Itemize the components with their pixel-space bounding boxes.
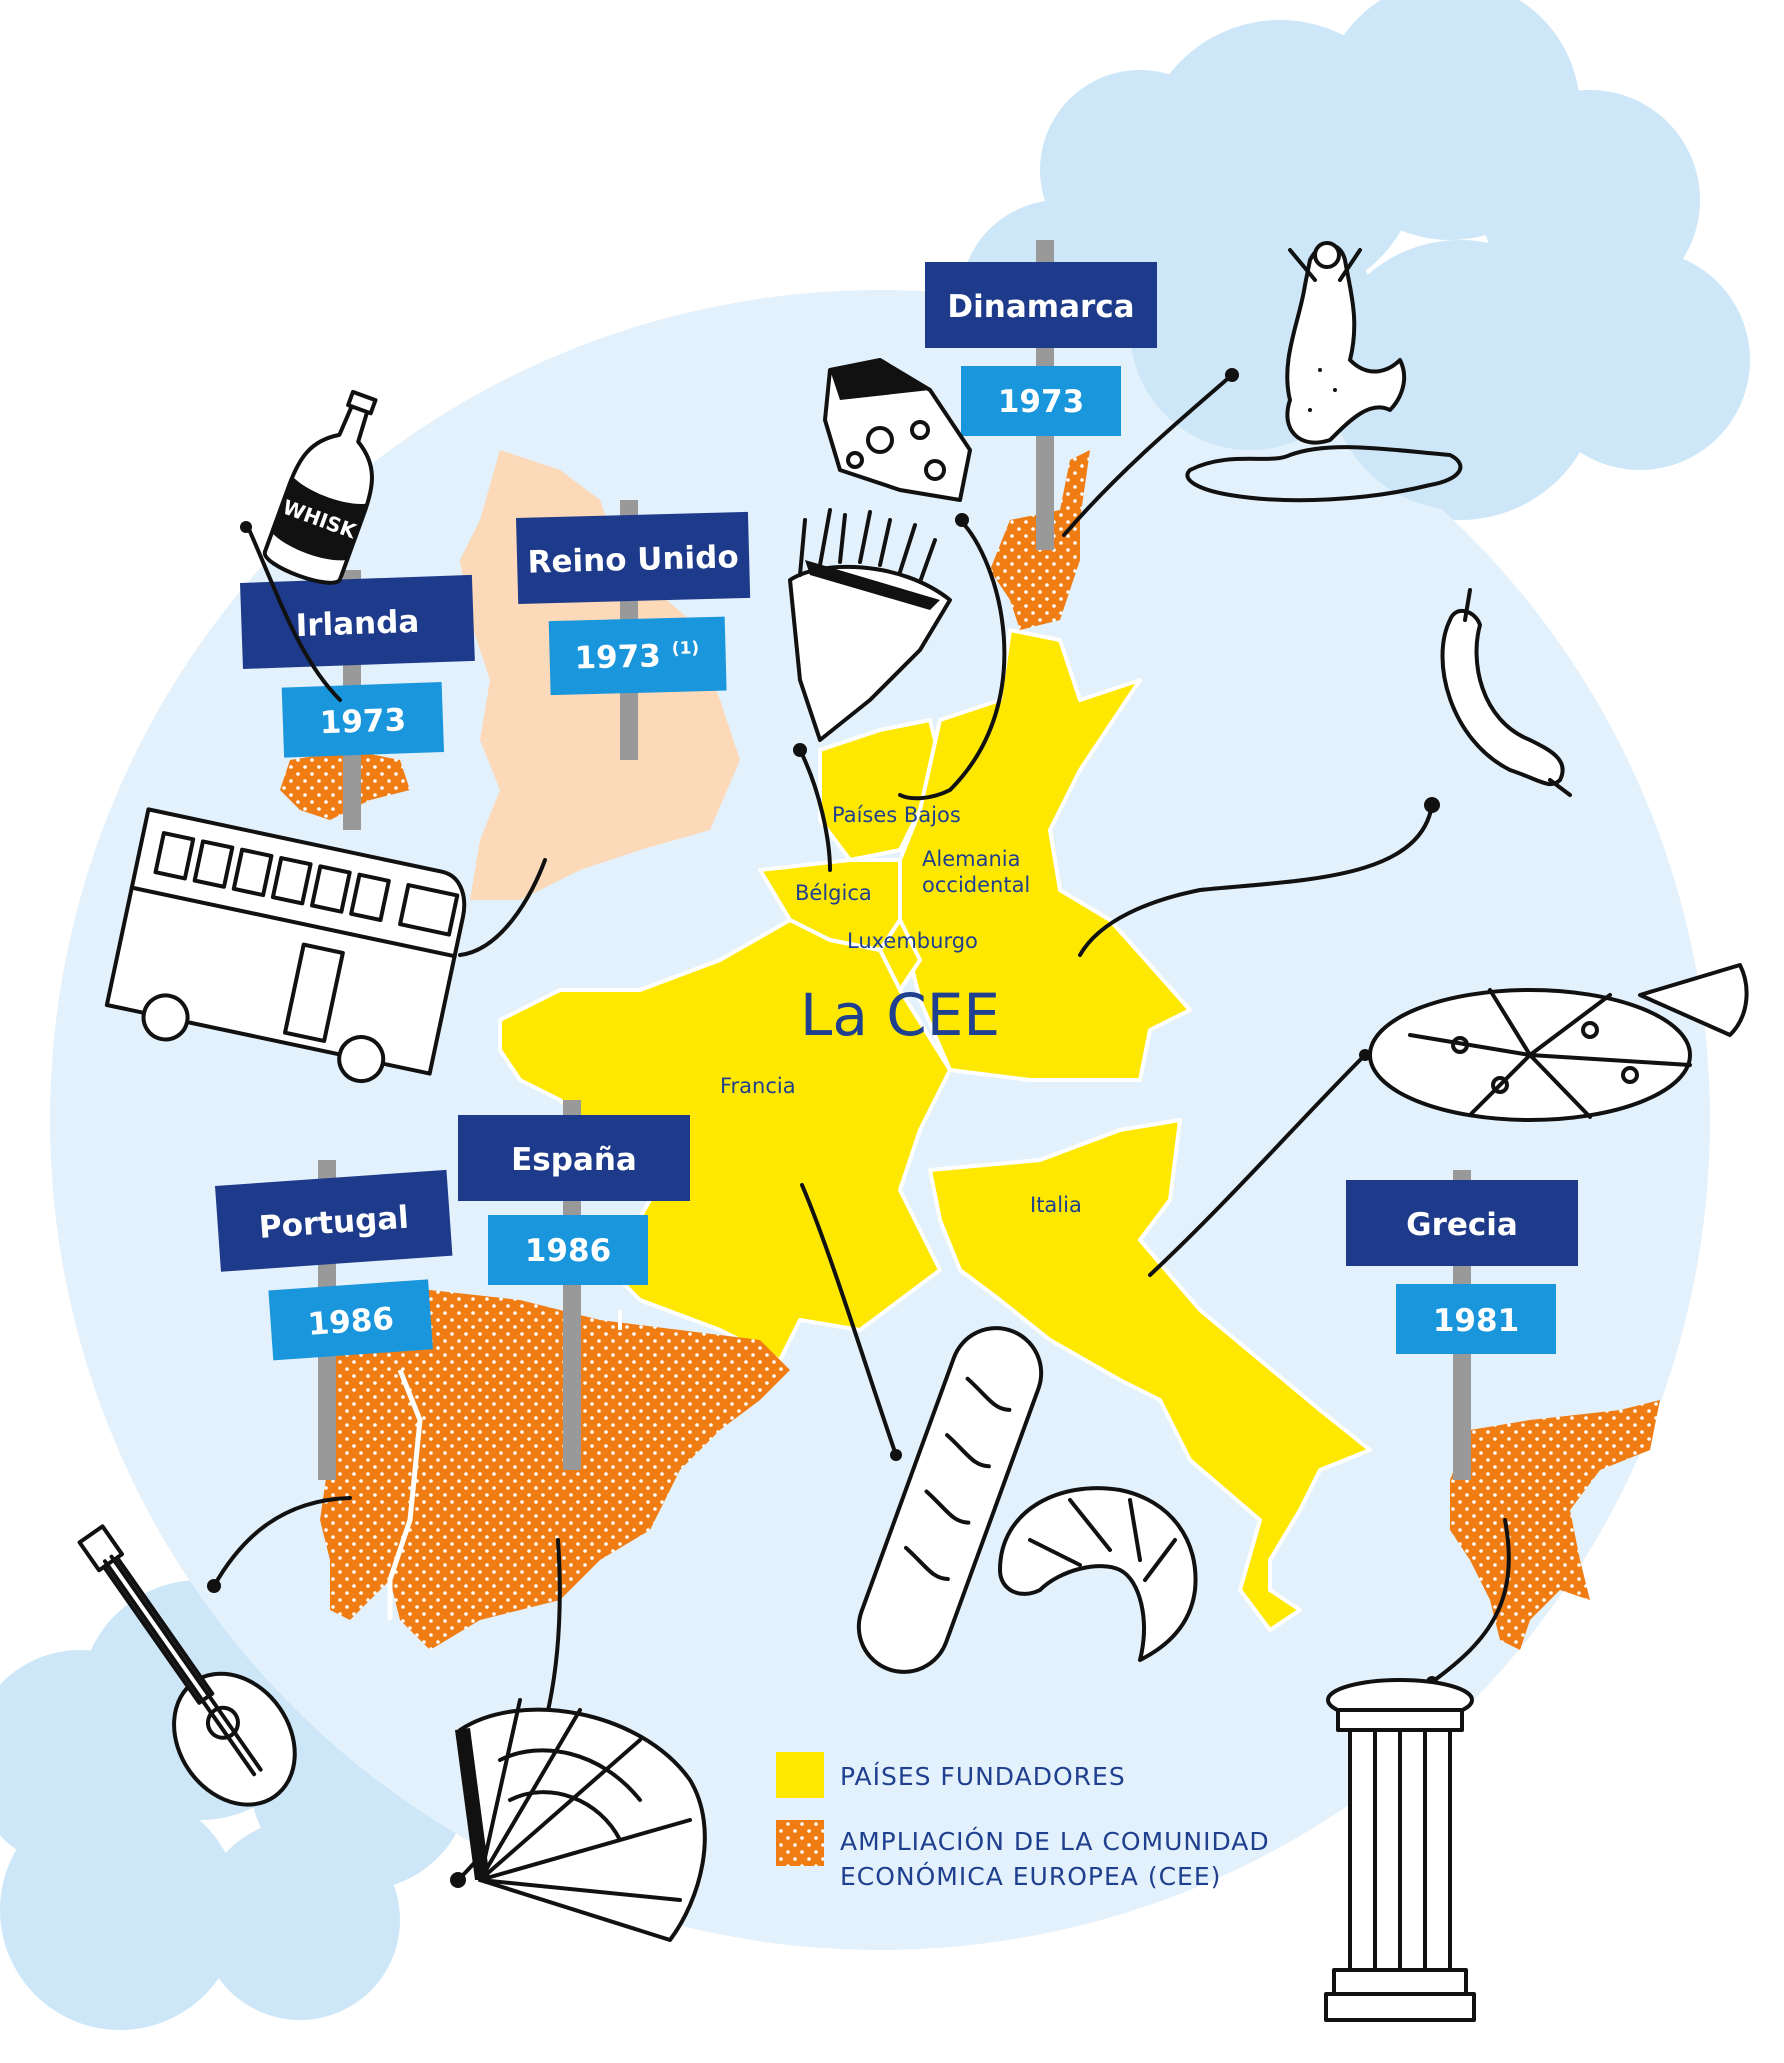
sign-reino-unido-year-plate <box>548 616 727 696</box>
greece-shape <box>1450 1400 1660 1650</box>
sign-grecia-year: 1981 <box>1433 1303 1519 1339</box>
column-icon <box>1324 1678 1476 2022</box>
label-francia: Francia <box>720 1074 796 1098</box>
sign-espana-year-plate <box>488 1215 648 1285</box>
germany-shape <box>898 628 1192 1082</box>
map-title: La CEE <box>800 981 1000 1049</box>
sign-grecia: Grecia 1981 <box>1346 1180 1578 1354</box>
portugal-shape <box>320 1320 420 1620</box>
label-luxemburgo: Luxemburgo <box>847 929 978 953</box>
sign-reino-unido-footnote: (1) <box>672 638 700 659</box>
legend: PAÍSES FUNDADORES AMPLIACIÓN DE LA COMUN… <box>776 1752 1270 1891</box>
sign-irlanda-year: 1973 <box>319 702 406 741</box>
cheese-icon <box>823 358 972 502</box>
sign-dinamarca-country: Dinamarca <box>947 289 1134 325</box>
sign-reino-unido-country: Reino Unido <box>527 539 739 581</box>
label-alemania-line1: Alemania <box>922 847 1020 871</box>
whisky-bottle-icon: WHISK <box>263 389 378 585</box>
sign-portugal-year-plate <box>268 1279 433 1361</box>
sign-dinamarca-country-plate <box>925 262 1157 348</box>
sign-espana: España 1986 <box>458 1115 690 1285</box>
baguette-icon <box>856 1326 1044 1674</box>
sign-irlanda-year-plate <box>281 682 445 758</box>
pizza-icon <box>1368 963 1749 1122</box>
sign-portugal: Portugal 1986 <box>215 1169 453 1361</box>
sign-reino-unido-country-plate <box>516 511 751 604</box>
label-alemania-line2: occidental <box>922 873 1030 897</box>
legend-enlargement-line1: AMPLIACIÓN DE LA COMUNIDAD <box>840 1826 1270 1856</box>
sign-grecia-year-plate <box>1396 1284 1556 1354</box>
guitar-icon <box>77 1524 297 1807</box>
mermaid-icon <box>1185 241 1463 503</box>
sign-dinamarca-year-plate <box>961 366 1121 436</box>
fries-cone-icon <box>788 508 952 742</box>
sign-grecia-country: Grecia <box>1406 1207 1518 1243</box>
label-paises-bajos: Países Bajos <box>832 803 961 827</box>
sign-portugal-year: 1986 <box>307 1301 396 1343</box>
sign-espana-year: 1986 <box>525 1233 611 1269</box>
fan-icon <box>455 1698 707 1942</box>
sign-espana-country: España <box>511 1142 637 1178</box>
italy-shape <box>928 1118 1372 1632</box>
sausage-icon <box>1440 588 1572 797</box>
sign-reino-unido-year: 1973 <box>574 638 661 676</box>
sign-irlanda-country: Irlanda <box>295 604 420 644</box>
legend-enlargement-swatch <box>776 1820 824 1866</box>
bus-icon <box>104 807 467 1084</box>
spain-portugal-border <box>387 1369 423 1620</box>
label-italia: Italia <box>1030 1193 1082 1217</box>
sign-dinamarca: Dinamarca 1973 <box>925 262 1157 436</box>
label-alemania: Alemania occidental <box>922 847 1030 897</box>
legend-enlargement-line2: ECONÓMICA EUROPEA (CEE) <box>840 1861 1221 1891</box>
legend-founders-label: PAÍSES FUNDADORES <box>840 1762 1126 1791</box>
sign-dinamarca-year: 1973 <box>998 384 1084 420</box>
legend-founders-swatch <box>776 1752 824 1798</box>
sign-grecia-country-plate <box>1346 1180 1578 1266</box>
sign-espana-country-plate <box>458 1115 690 1201</box>
label-belgica: Bélgica <box>795 881 872 905</box>
sign-reino-unido: Reino Unido 1973 (1) <box>516 511 751 696</box>
croissant-icon <box>998 1486 1198 1662</box>
founding-countries <box>498 628 1372 1632</box>
sign-portugal-country-plate <box>215 1169 453 1272</box>
